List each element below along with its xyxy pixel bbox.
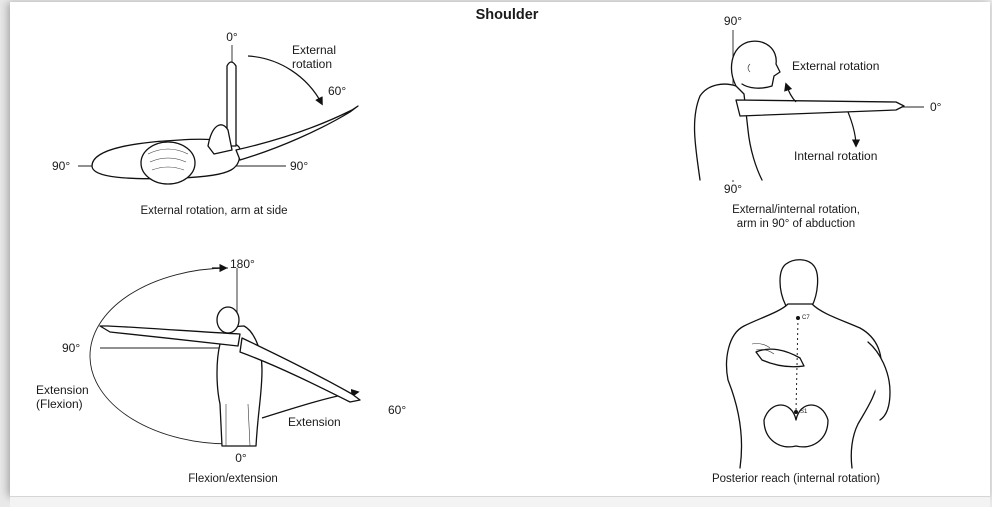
label-flexion-left: (Flexion) [36,397,83,411]
label-0-degrees: 0° [235,451,247,465]
vertical-forearm-figure [226,61,237,147]
external-rotation-arrow [784,82,797,103]
head-back-figure [779,259,819,307]
label-external-rotation: External rotation [792,59,879,73]
label-60-degrees: 60° [388,403,406,417]
finger-lines [751,343,775,355]
label-90-degrees-bottom: 90° [724,182,742,196]
flexed-arm-figure [99,325,241,347]
head-figure [140,141,196,185]
caption-line-2: arm in 90° of abduction [737,218,855,230]
label-90-degrees-top: 90° [724,14,742,28]
label-90-degrees-right: 90° [290,159,308,173]
diagram-title: Shoulder [476,7,539,23]
label-180-degrees: 180° [230,257,255,271]
torso-profile-figure [693,83,763,181]
label-rotation: rotation [292,57,332,71]
label-extension-left: Extension [36,383,89,397]
abducted-arm-figure [735,99,905,117]
label-90-degrees-left: 90° [52,159,70,173]
label-c7: C7 [802,315,810,321]
head-figure [216,306,240,334]
bottom-scroll-bar [10,496,990,507]
panel-flexion-extension: 180° 90° Extension (Flexion) Extension 6… [36,257,406,485]
panel-external-rotation-side: 0° External rotation 60° 90° 90° Externa… [52,30,359,217]
flexion-arc [89,267,233,445]
label-0-degrees: 0° [226,30,238,44]
head-profile-figure [730,40,781,89]
c7-marker [796,316,800,320]
caption-external-rotation-side: External rotation, arm at side [140,205,287,217]
caption-flexion-extension: Flexion/extension [188,473,278,485]
right-arm-figure [867,341,891,421]
panel-abduction-rotation: 90° External rotation 0° Internal rotati… [693,14,942,230]
ear-detail [747,63,751,73]
spine-dotted-line [795,317,799,413]
label-external: External [292,43,336,57]
label-90-degrees: 90° [62,341,80,355]
label-s1: S1 [800,409,808,415]
caption-line-1: External/internal rotation, [732,204,860,216]
buttocks-figure [763,404,829,448]
leg-lines [225,403,251,447]
label-extension: Extension [288,415,341,429]
s1-marker [794,410,798,414]
label-60-degrees: 60° [328,84,346,98]
label-internal-rotation: Internal rotation [794,149,877,163]
label-0-degrees: 0° [930,100,942,114]
panel-posterior-reach: C7 S1 Posterior reach (internal rotation… [712,259,891,485]
internal-rotation-arrow [847,111,861,148]
rotation-arc-arrow [247,55,323,106]
reaching-hand-figure [755,348,805,368]
rotated-forearm-figure [235,105,359,161]
extended-arm-figure [239,337,361,403]
caption-posterior-reach: Posterior reach (internal rotation) [712,473,880,485]
hair-lines [147,148,189,171]
upper-arm-figure [207,124,233,155]
